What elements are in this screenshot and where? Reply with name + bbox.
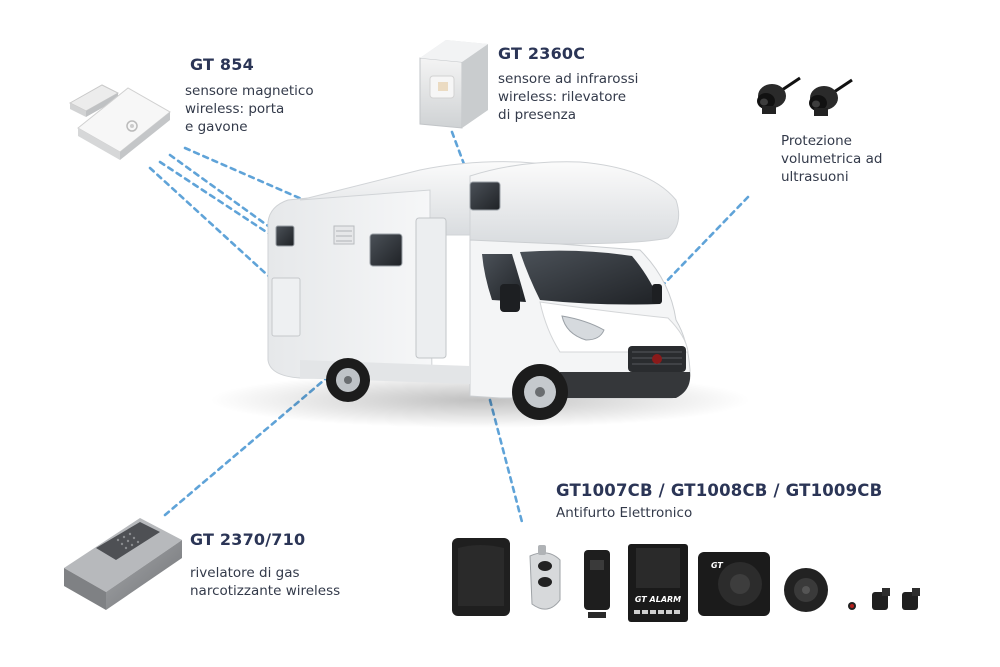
line-gt854-a bbox=[183, 146, 370, 230]
gt2370-desc-line-2: narcotizzante wireless bbox=[190, 583, 341, 599]
line-gt854-d bbox=[148, 166, 288, 294]
gt854-label: GT 854 bbox=[190, 55, 254, 74]
gt2370-label: GT 2370/710 bbox=[190, 530, 305, 549]
ultrasound-device-illustration bbox=[757, 76, 853, 116]
gt2370-desc-line-1: rivelatore di gas bbox=[190, 565, 300, 581]
camper-illustration bbox=[210, 161, 750, 428]
gt854-desc-line-1: sensore magnetico bbox=[185, 83, 314, 99]
gt-alarm-logo: GT ALARM bbox=[635, 595, 681, 604]
gt854-device-illustration bbox=[68, 84, 171, 160]
gt2370-code: GT 2370/710 bbox=[190, 530, 306, 549]
gt2360c-description: sensore ad infrarossi wireless: rilevato… bbox=[498, 68, 638, 124]
line-ultrasound bbox=[658, 195, 750, 290]
ultrasound-desc-line-2: volumetrica ad bbox=[781, 151, 883, 167]
gt2360c-desc-line-1: sensore ad infrarossi bbox=[498, 71, 639, 87]
gt854-code: GT 854 bbox=[190, 55, 254, 74]
gt2360c-label: GT 2360C bbox=[498, 44, 585, 63]
ultrasound-desc-line-1: Protezione bbox=[781, 133, 852, 149]
gt2360c-desc-line-2: wireless: rilevatore bbox=[498, 89, 627, 105]
siren-logo: GT bbox=[711, 561, 723, 570]
ultrasound-desc-line-3: ultrasuoni bbox=[781, 169, 849, 185]
gt2360c-code: GT 2360C bbox=[498, 44, 586, 63]
gt854-description: sensore magnetico wireless: porta e gavo… bbox=[185, 80, 314, 136]
gt854-desc-line-2: wireless: porta bbox=[185, 101, 285, 117]
line-gt854-b bbox=[168, 153, 284, 238]
gt854-desc-line-3: e gavone bbox=[185, 119, 248, 135]
gt2370-description: rivelatore di gas narcotizzante wireless bbox=[190, 562, 340, 600]
alarm-kit-illustration: GT ALARM GT bbox=[452, 538, 920, 622]
gt2360c-device-illustration bbox=[419, 40, 488, 129]
alarm-kit-label: GT1007CB / GT1008CB / GT1009CB Antifurto… bbox=[556, 481, 882, 522]
gt2370-device-illustration bbox=[64, 518, 182, 610]
ultrasound-description: Protezione volumetrica ad ultrasuoni bbox=[781, 130, 882, 186]
alarm-kit-desc: Antifurto Elettronico bbox=[556, 505, 693, 521]
alarm-kit-code: GT1007CB / GT1008CB / GT1009CB bbox=[556, 481, 883, 500]
gt2360c-desc-line-3: di presenza bbox=[498, 107, 576, 123]
